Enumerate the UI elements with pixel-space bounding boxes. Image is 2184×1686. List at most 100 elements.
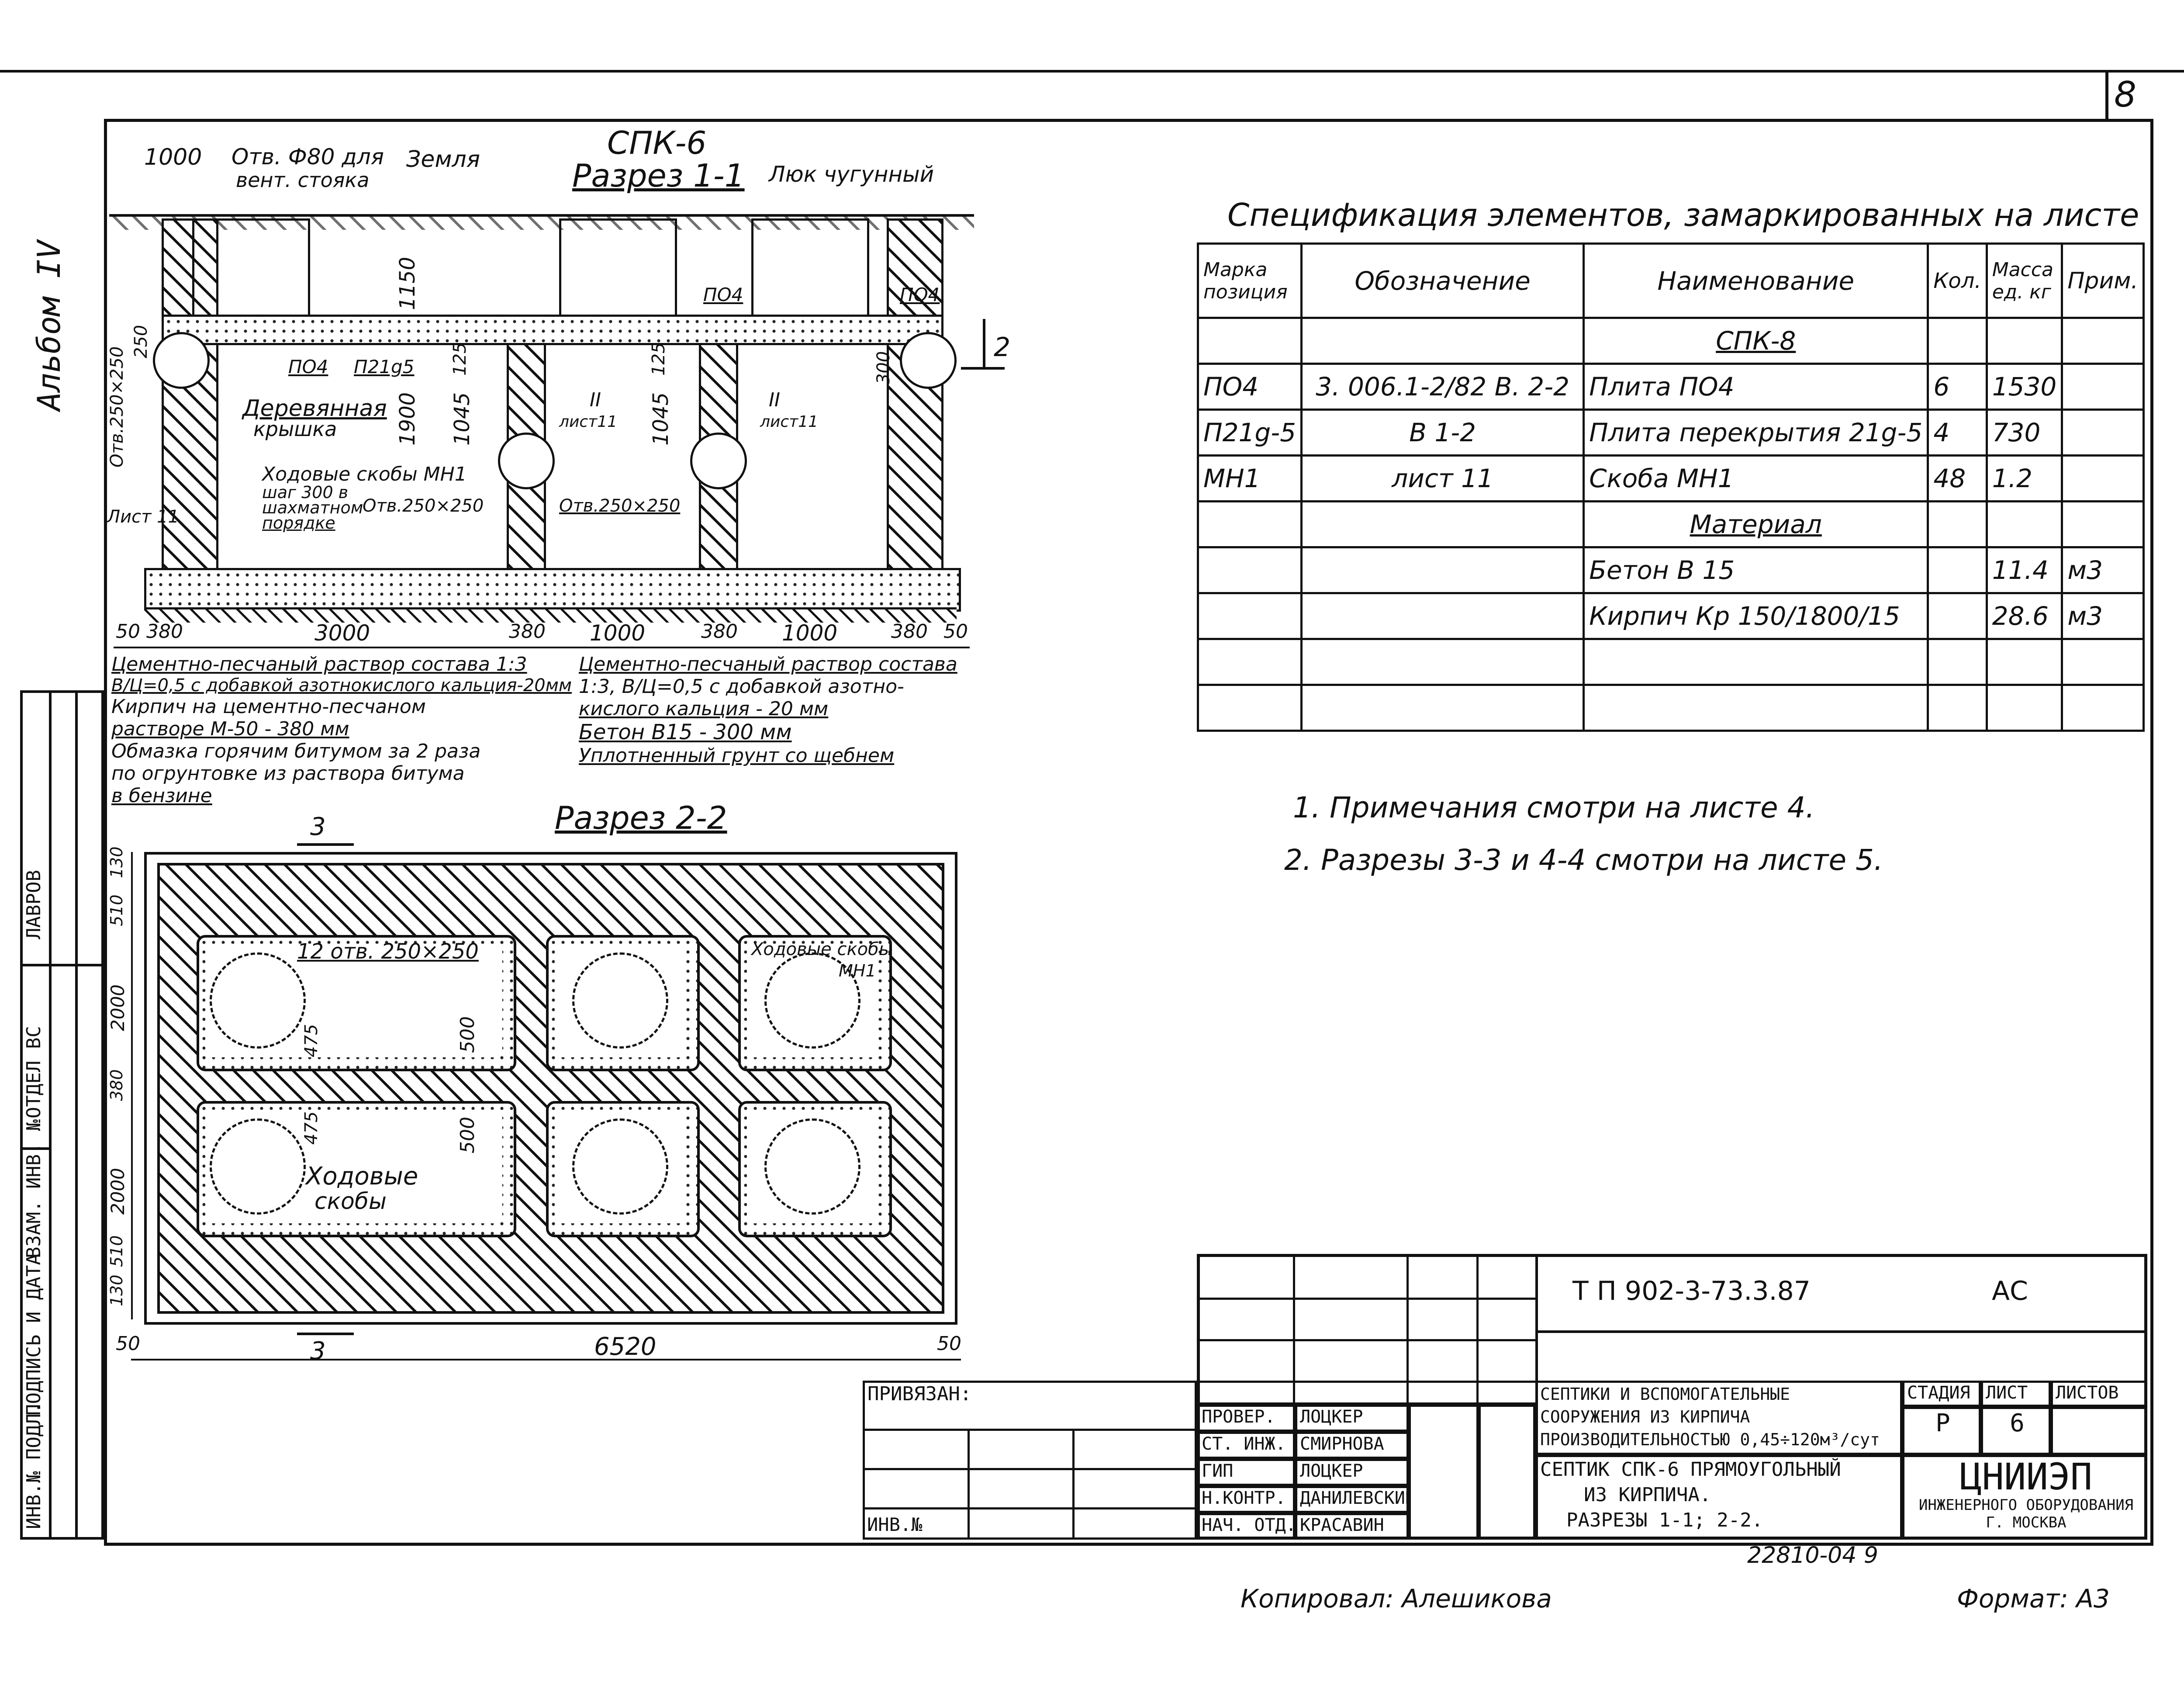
tb-code: Т П 902-3-73.3.87: [1572, 1276, 1811, 1306]
label-II-a: II: [590, 389, 601, 411]
note-1: 1. Примечания смотри на листе 4.: [1293, 791, 1815, 824]
tb-person: КРАСАВИН: [1295, 1513, 1409, 1540]
section-arrow-2: [983, 319, 985, 367]
spec-cell: 11.4: [1985, 546, 2063, 594]
spec-header-note: Прим.: [2061, 242, 2145, 319]
spec-cell: 730: [1985, 409, 2063, 457]
dim-50-b: 50: [943, 620, 968, 643]
label-earth: Земля: [406, 146, 480, 173]
page-number-box: [2105, 70, 2150, 122]
dim-1900: 1900: [395, 392, 420, 446]
spec-cell: В 1-2: [1300, 409, 1585, 457]
tb-binding-cell: ПРИВЯЗАН:: [863, 1381, 1197, 1540]
tb-role: Н.КОНТР.: [1197, 1486, 1295, 1513]
tb-role: СТ. ИНЖ.: [1197, 1432, 1295, 1459]
tb-org-cell: ЦНИИЭП ИНЖЕНЕРНОГО ОБОРУДОВАНИЯ Г. МОСКВ…: [1902, 1455, 2147, 1540]
spec-cell: ПО4: [1196, 363, 1303, 411]
dim-500-a: 500: [456, 1016, 479, 1053]
plan-dim-line-h: [131, 1359, 961, 1361]
spec-cell: [2061, 454, 2145, 502]
tb-inv: ИНВ.№: [867, 1514, 923, 1535]
dim-510-a: 510: [107, 894, 126, 926]
top-border-line: [0, 70, 2184, 73]
section-arrow-2-bar: [961, 367, 1005, 370]
spec-table: Марка позиция Обозначение Наименование К…: [1196, 242, 2145, 732]
plan-outer: [144, 852, 957, 1325]
dim-380-b: 380: [509, 620, 546, 643]
label-hole-2: вент. стояка: [236, 168, 370, 192]
dim-130-b: 130: [107, 1274, 126, 1306]
spec-cell: лист 11: [1300, 454, 1585, 502]
tb-project-line: СЕПТИКИ И ВСПОМОГАТЕЛЬНЫЕ: [1540, 1385, 1790, 1404]
legend-right-line: Уплотненный грунт со щебнем: [579, 744, 895, 767]
tb-org: ЦНИИЭП: [1959, 1455, 2093, 1498]
tb-person: СМИРНОВА: [1295, 1432, 1409, 1459]
album-label: Альбом IV: [31, 240, 67, 411]
tb-sheet-title-line: СЕПТИК СПК-6 ПРЯМОУГОЛЬНЫЙ: [1540, 1458, 1841, 1481]
tb-org-2: ИНЖЕНЕРНОГО ОБОРУДОВАНИЯ: [1918, 1496, 2134, 1514]
label-brackets-4: порядке: [262, 513, 335, 533]
spec-cell: [2061, 409, 2145, 457]
spec-cell: 3. 006.1-2/82 В. 2-2: [1300, 363, 1585, 411]
spec-row: [1196, 638, 2145, 686]
label-hole: Отв. Ф80 для: [232, 144, 384, 170]
tb-sheet-title-line: ИЗ КИРПИЧА.: [1584, 1484, 1711, 1506]
label-arrow-2: 2: [994, 332, 1011, 363]
spec-cell: [2061, 684, 2145, 732]
spec-cell: Материал: [1583, 500, 1929, 548]
spec-cell: [1583, 638, 1929, 686]
spec-cell: [2061, 500, 2145, 548]
tb-sheet: 6: [1981, 1407, 2051, 1455]
dim-1045-a: 1045: [450, 392, 474, 446]
tb-sheet-title-cell: СЕПТИК СПК-6 ПРЯМОУГОЛЬНЫЙ ИЗ КИРПИЧА. Р…: [1535, 1455, 1902, 1540]
spec-cell: СПК-8: [1583, 317, 1929, 365]
stamp-otdel: ОТДЕЛ ВС: [23, 1026, 45, 1118]
manhole-circle: [572, 1118, 668, 1215]
note-2: 2. Разрезы 3-3 и 4-4 смотри на листе 5.: [1284, 843, 1883, 877]
outer-wall-right: [887, 218, 943, 585]
spec-cell: Бетон В 15: [1583, 546, 1929, 594]
tb-date: [1479, 1405, 1535, 1540]
spec-header-qty: Кол.: [1927, 242, 1988, 319]
spec-cell: [1300, 638, 1585, 686]
spec-cell: Скоба МН1: [1583, 454, 1929, 502]
pipe-circle-left: [153, 332, 210, 389]
dim-380-e: 380: [107, 1069, 126, 1101]
dim-475-b: 475: [301, 1111, 321, 1145]
label-walk-2: Ходовые: [306, 1162, 418, 1191]
spec-cell: [1300, 546, 1585, 594]
spec-cell: [1300, 592, 1585, 640]
tb-signature: [1409, 1405, 1479, 1540]
dim-2000-b: 2000: [107, 1168, 128, 1215]
outer-wall-left: [162, 218, 218, 585]
label-brackets-2: шаг 300 в: [262, 483, 349, 502]
doc-number: 22810-04 9: [1747, 1542, 1878, 1568]
legend-left: Цементно-песчаный раствор состава 1:3 В/…: [111, 653, 574, 807]
spec-row: Материал: [1196, 500, 2145, 548]
manhole-circle: [764, 952, 860, 1049]
pipe-circle-mid1: [498, 433, 555, 489]
label-opening-2: Отв.250×250: [559, 496, 681, 516]
label-cover: Деревянная: [242, 395, 387, 422]
shaft-3: [751, 218, 869, 323]
spec-cell: [1927, 638, 1988, 686]
tb-project-line: СООРУЖЕНИЯ ИЗ КИРПИЧА: [1540, 1407, 1750, 1426]
spec-header-mark: Марка позиция: [1196, 242, 1303, 319]
spec-cell: [1927, 684, 1988, 732]
label-opening-side: Отв.250×250: [107, 346, 127, 467]
tb-person: ЛОЦКЕР: [1295, 1405, 1409, 1432]
spec-cell: 48: [1927, 454, 1988, 502]
section-1-title: Разрез 1-1: [572, 157, 745, 194]
dim-1150: 1150: [395, 256, 420, 310]
legend-right-line: Цементно-песчаный раствор состава: [579, 653, 957, 675]
legend-left-line: Цементно-песчаный раствор состава 1:3: [111, 653, 527, 675]
dim-2000-a: 2000: [107, 984, 128, 1031]
label-por4-a: ПО4: [288, 356, 328, 377]
spec-cell: м3: [2061, 592, 2145, 640]
tb-binding: ПРИВЯЗАН:: [867, 1383, 972, 1405]
spec-cell: [1196, 546, 1303, 594]
dim-1000-c: 1000: [782, 620, 838, 646]
